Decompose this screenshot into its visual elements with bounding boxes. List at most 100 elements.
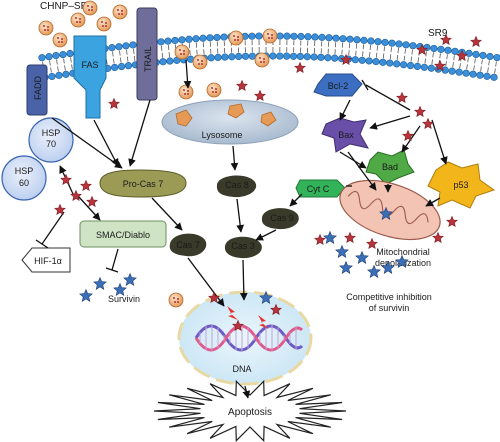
nanoparticle-dot (237, 39, 239, 41)
lipid-tail (432, 52, 434, 58)
red-star-icon (314, 233, 326, 246)
hsp70: HSP 70 (28, 117, 74, 163)
sr9-label: SR9 (428, 28, 448, 39)
nanoparticle (96, 16, 112, 32)
nanoparticle-dot (88, 9, 90, 11)
lipid-head (448, 67, 456, 75)
lipid-head (472, 50, 480, 59)
nanoparticle-dot (271, 37, 273, 39)
red-star-icon (108, 97, 120, 110)
nanoparticle-dot (121, 13, 123, 15)
lipid-head (462, 69, 470, 77)
hsp70-label: HSP (42, 128, 61, 138)
arrow-lysosome-to-cas8 (230, 145, 239, 171)
lipid-tail (56, 59, 58, 65)
bax: Bax (321, 117, 369, 153)
nanoparticle-dot (58, 41, 60, 43)
arrow-procas7-to-cas7 (151, 197, 183, 231)
blue-star-icon (323, 230, 337, 244)
fadd-label: FADD (33, 75, 43, 100)
red-star-icon (434, 59, 446, 72)
lipid-tail (411, 49, 413, 55)
nanoparticle-dot (102, 25, 104, 27)
fas-label: FAS (81, 60, 98, 70)
blue-star-icon (123, 272, 137, 286)
nanoparticle-dot (184, 93, 186, 95)
lipid-head (358, 56, 366, 64)
dna-rungs (199, 324, 297, 352)
lipid-head (62, 70, 70, 78)
bcl2-label: Bcl-2 (328, 81, 349, 91)
nanoparticle (168, 292, 184, 308)
red-star-icon (54, 203, 66, 216)
hif1a: HIF-1α (21, 247, 71, 273)
lipid-tail (120, 57, 122, 63)
lysosome: Lysosome (161, 99, 299, 145)
red-star-icon (340, 53, 352, 66)
nanoparticle-dot (47, 29, 49, 31)
red-star-icon (60, 173, 72, 186)
blue-star-icon (259, 290, 273, 304)
lipid-head (111, 63, 119, 72)
lipid-head (455, 68, 463, 76)
lipid-head (214, 53, 222, 61)
red-star-icon (446, 215, 458, 228)
lipid-head (490, 73, 498, 81)
lipid-tail (390, 47, 392, 53)
nanoparticle-dot (197, 59, 199, 61)
caspase-3: Cas 3 (224, 236, 262, 259)
lipid-head (351, 56, 359, 64)
lipid-tail (126, 56, 129, 62)
cytc-label: Cyt C (307, 184, 330, 194)
arrow-fas-to-procas7 (93, 119, 119, 167)
lipid-head (192, 35, 200, 43)
lipid-tail (397, 47, 399, 53)
lipid-head (420, 63, 428, 71)
nanoparticle-dot (87, 5, 89, 7)
nanoparticle-dot (234, 39, 236, 41)
lipid-tail (119, 50, 121, 56)
fadd-adaptor: FADD (26, 64, 48, 116)
nanoparticle (178, 84, 194, 100)
arrow-cas7-to-dna (187, 257, 225, 307)
caspase-9: Cas 9 (261, 208, 299, 230)
lipid-head (117, 62, 126, 71)
nanoparticle-dot (105, 22, 107, 24)
nanoparticle-dot (187, 90, 189, 92)
lipid-head (199, 34, 207, 42)
arrow-dna-to-apoptosis (242, 385, 251, 399)
nanoparticle-dot (91, 6, 93, 8)
lipid-head (108, 44, 116, 52)
nanoparticle-dot (201, 60, 203, 62)
arrow-sr9-to-p53 (431, 119, 448, 165)
lipid-head (166, 57, 174, 65)
nanoparticle-dot (187, 93, 189, 95)
lipid-tail (424, 58, 426, 64)
red-star-icon (440, 33, 452, 46)
lipid-tail (417, 57, 419, 63)
lipid-head (367, 37, 375, 45)
nanoparticle-dot (198, 63, 200, 65)
nanoparticle-dot (47, 26, 49, 28)
lipid-head (115, 43, 123, 51)
lipid-head (157, 38, 165, 46)
lipid-head (393, 60, 401, 68)
lipid-head (276, 32, 284, 40)
nanoparticle-dot (260, 61, 262, 63)
bad: Bad (365, 149, 415, 185)
blue-star-icon (335, 244, 349, 258)
lipid-tail (404, 48, 406, 54)
hsp60-label: HSP (15, 166, 34, 176)
cas7-label: Cas 7 (176, 240, 200, 250)
nanoparticle-dot (174, 301, 176, 303)
lipid-head (339, 35, 347, 43)
lipid-head (185, 35, 193, 43)
blue-star-icon (93, 276, 107, 290)
red-star-icon (456, 49, 468, 62)
blue-star-icon (395, 254, 409, 268)
lipid-head (220, 33, 228, 41)
lipid-tail (459, 63, 461, 69)
nanoparticle-dot (180, 53, 182, 55)
lipid-tail (375, 52, 378, 58)
lipid-head (228, 53, 236, 61)
